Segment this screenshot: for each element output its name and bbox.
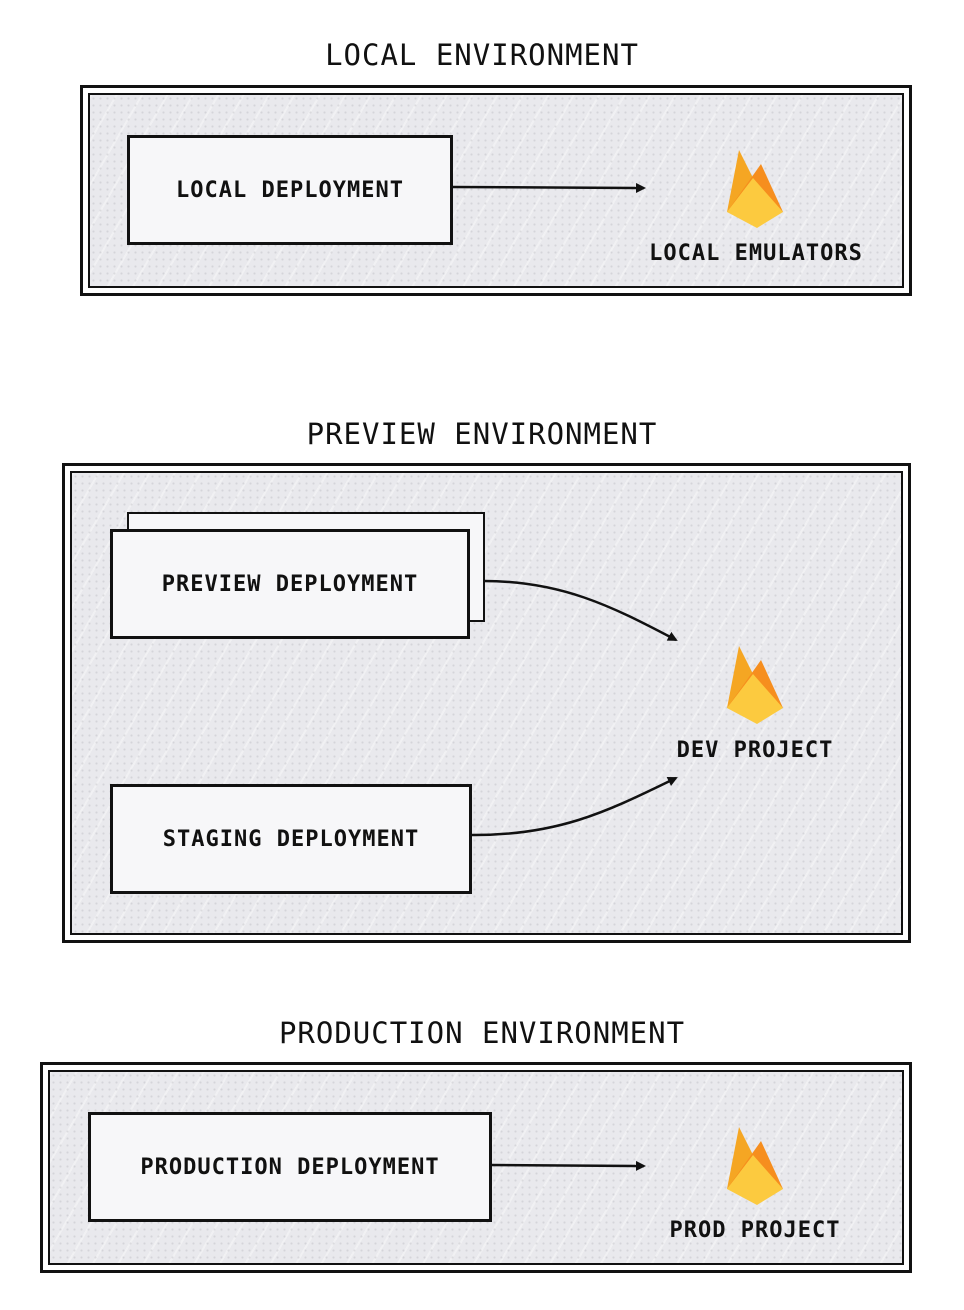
production-deployment-box: PRODUCTION DEPLOYMENT <box>88 1112 492 1222</box>
prod-project-label: PROD PROJECT <box>669 1218 841 1243</box>
local-environment-title: LOCAL ENVIRONMENT <box>325 38 639 72</box>
local-emulators-label: LOCAL EMULATORS <box>649 241 863 266</box>
local-deployment-box: LOCAL DEPLOYMENT <box>127 135 453 245</box>
firebase-flame-icon <box>727 1127 783 1205</box>
production-environment-title: PRODUCTION ENVIRONMENT <box>278 1016 686 1050</box>
preview-deployment-box: PREVIEW DEPLOYMENT <box>110 529 470 639</box>
dev-project-label: DEV PROJECT <box>676 738 834 763</box>
firebase-flame-icon <box>727 646 783 724</box>
preview-environment-title: PREVIEW ENVIRONMENT <box>306 417 658 451</box>
firebase-flame-icon <box>727 150 783 228</box>
staging-deployment-box: STAGING DEPLOYMENT <box>110 784 472 894</box>
